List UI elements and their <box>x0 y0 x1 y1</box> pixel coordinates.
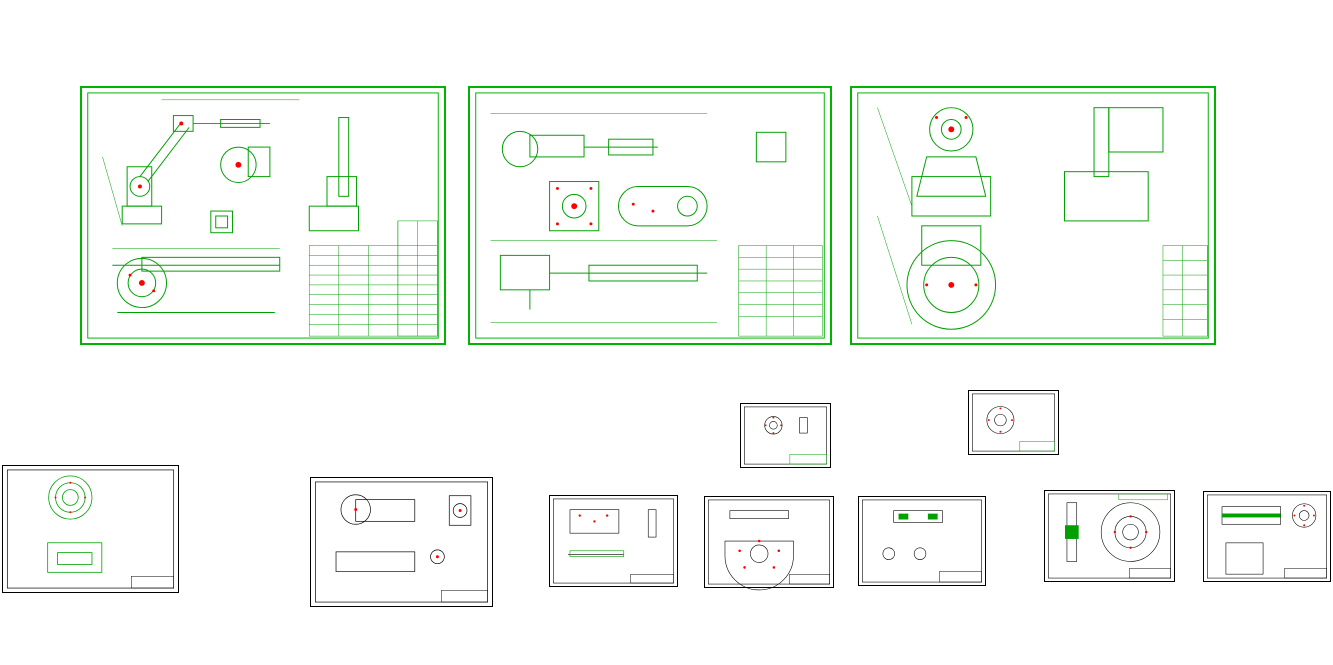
part-link-plate[interactable] <box>310 477 493 607</box>
part-round-flange[interactable] <box>1044 490 1175 582</box>
part-disk-b[interactable] <box>968 390 1059 455</box>
roller-drawing <box>1207 494 1327 579</box>
block-drawing <box>553 498 674 584</box>
wrist-assembly-drawing <box>475 92 825 339</box>
part-shaft[interactable] <box>858 496 986 586</box>
small-disk-drawing <box>744 406 827 465</box>
disk-b-drawing <box>972 393 1055 452</box>
round-flange-drawing <box>1048 493 1171 579</box>
sheet-base-assembly[interactable] <box>850 86 1216 345</box>
part-plate-holes[interactable] <box>704 496 834 591</box>
base-assembly-drawing <box>857 92 1209 339</box>
part-small-disk[interactable] <box>740 403 831 468</box>
part-flange-ring[interactable] <box>2 465 179 593</box>
part-block[interactable] <box>549 495 678 587</box>
flange-ring-drawing <box>6 469 175 589</box>
link-plate-drawing <box>315 481 488 603</box>
shaft-drawing <box>862 499 982 583</box>
part-roller[interactable] <box>1203 491 1331 582</box>
plate-holes-drawing <box>708 499 830 591</box>
arm-assembly-drawing <box>87 92 439 339</box>
sheet-arm-assembly[interactable] <box>80 86 446 345</box>
sheet-wrist-assembly[interactable] <box>468 86 832 345</box>
